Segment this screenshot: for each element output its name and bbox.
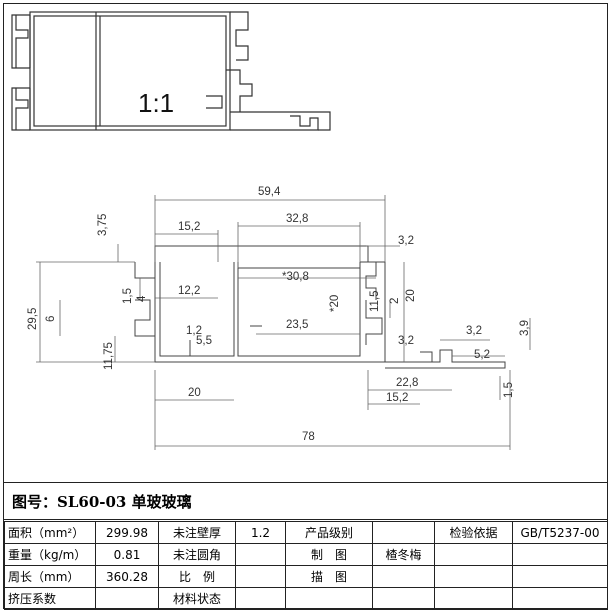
dim-label: 3,75 <box>97 214 109 236</box>
dim-label: 3,2 <box>398 235 414 247</box>
table-cell <box>434 587 513 610</box>
small-profile-outline <box>11 11 331 131</box>
technical-drawing: 1:1 <box>11 11 531 450</box>
dim-label: 32,8 <box>286 213 308 225</box>
dim-label: 6 <box>45 316 57 322</box>
table-cell: 挤压系数 <box>4 587 96 610</box>
drawing-title: 图号：SL60-03 单玻玻璃 <box>12 493 192 511</box>
table-cell: 楂冬梅 <box>372 543 435 566</box>
dim-label: 3,2 <box>398 335 414 347</box>
table-cell: 面积（mm²） <box>4 521 96 544</box>
section-profile <box>134 245 506 369</box>
table-cell: 299.98 <box>95 521 159 544</box>
dim-label: 59,4 <box>258 186 281 198</box>
table-cell <box>235 565 286 588</box>
table-cell: 周长（mm） <box>4 565 96 588</box>
dim-label: 11,75 <box>103 342 115 370</box>
dim-label: 78 <box>302 431 315 443</box>
table-cell <box>235 543 286 566</box>
dim-label: 23,5 <box>286 319 308 331</box>
table-cell <box>512 543 608 566</box>
table-cell <box>372 565 435 588</box>
table-row: 挤压系数 材料状态 <box>4 587 608 610</box>
dim-label: 1,2 <box>186 325 202 337</box>
dim-label: 1,5 <box>503 382 515 398</box>
table-cell <box>285 587 373 610</box>
dim-label: 15,2 <box>386 392 408 404</box>
dim-label: 3,2 <box>466 325 482 337</box>
dim-label: 20 <box>188 387 201 399</box>
table-cell: 重量（kg/m） <box>4 543 96 566</box>
table-cell: 产品级别 <box>285 521 373 544</box>
dim-label: 5,2 <box>474 349 490 361</box>
table-cell <box>512 565 608 588</box>
dim-label: 11,5 <box>369 290 381 312</box>
table-cell <box>434 565 513 588</box>
table-cell: 材料状态 <box>158 587 236 610</box>
dim-label: 22,8 <box>396 377 418 389</box>
table-cell: 检验依据 <box>434 521 513 544</box>
dim-label: 1,5 <box>122 288 134 304</box>
dim-label: 15,2 <box>178 221 200 233</box>
table-cell: 制 图 <box>285 543 373 566</box>
table-cell: 未注壁厚 <box>158 521 236 544</box>
dimension-labels: 59,4 32,8 15,2 3,2 3,75 12,2 *30,8 *20 1… <box>27 186 531 443</box>
table-cell <box>434 543 513 566</box>
dim-label: 4 <box>136 295 148 302</box>
table-cell <box>235 587 286 610</box>
table-cell: 0.81 <box>95 543 159 566</box>
table-cell: 描 图 <box>285 565 373 588</box>
dim-label: *20 <box>329 295 341 312</box>
dim-label: 12,2 <box>178 285 200 297</box>
table-cell: 360.28 <box>95 565 159 588</box>
dim-label: 20 <box>405 289 417 302</box>
table-cell <box>372 587 435 610</box>
table-cell <box>372 521 435 544</box>
dim-label: *30,8 <box>282 271 309 283</box>
table-cell <box>512 587 608 610</box>
table-cell <box>95 587 159 610</box>
dim-label: 29,5 <box>27 308 39 330</box>
table-cell: 未注圆角 <box>158 543 236 566</box>
table-cell: GB/T5237-00 <box>512 521 608 544</box>
title-row: 图号：SL60-03 单玻玻璃 <box>4 482 607 520</box>
dimension-lines <box>36 195 531 450</box>
dim-label: 5,5 <box>196 335 212 347</box>
table-cell: 1.2 <box>235 521 286 544</box>
dim-label: 3,9 <box>519 320 531 336</box>
table-cell: 比 例 <box>158 565 236 588</box>
scale-label: 1:1 <box>138 88 174 118</box>
dim-label: 2 <box>389 298 401 304</box>
